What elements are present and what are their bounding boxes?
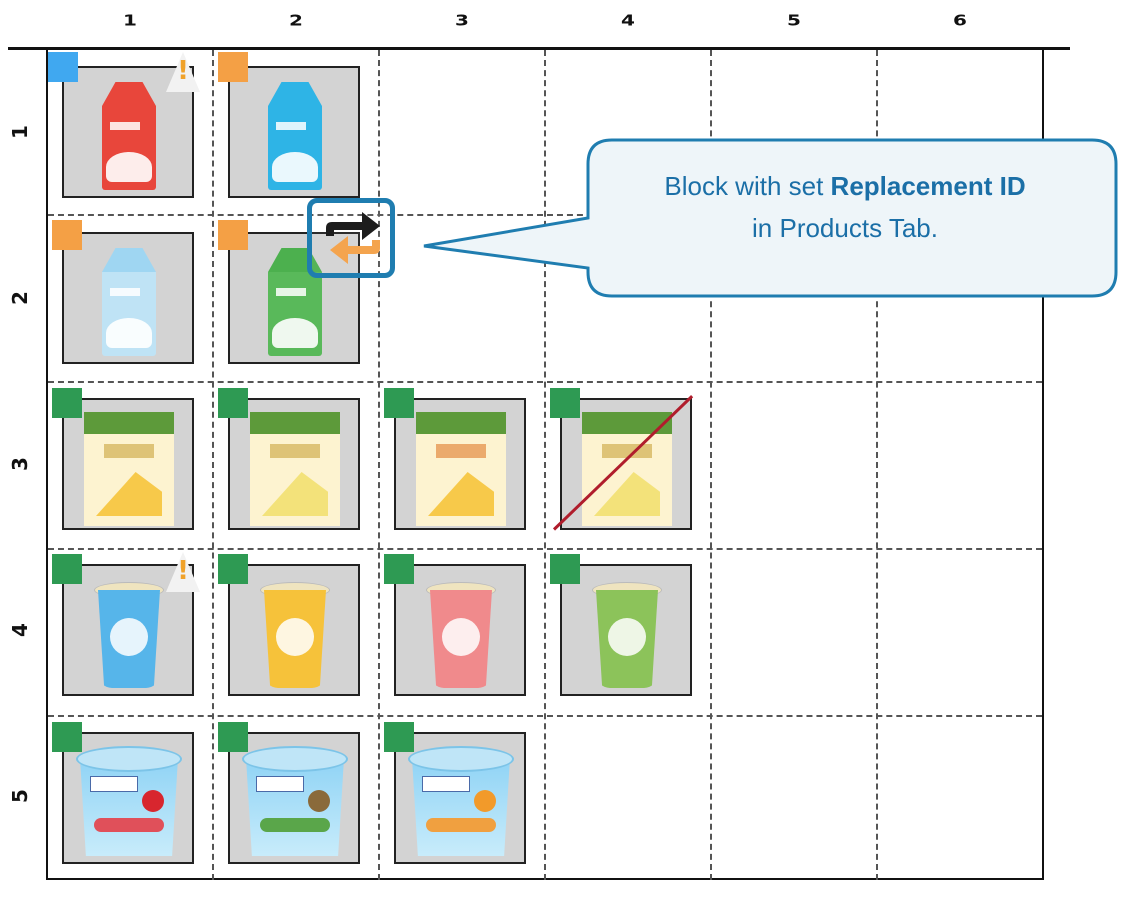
replacement-highlight-box [307,198,395,278]
grid-column-divider [876,50,878,880]
column-header-5: 5 [787,11,801,29]
milk-carton-cyan-image [268,82,322,190]
column-header-1: 1 [123,11,137,29]
product-block-r2-c1[interactable] [62,232,194,364]
milk-carton-lightblue-image [102,248,156,356]
row-header-1: 1 [8,125,32,139]
warning-icon[interactable]: ! [166,552,200,592]
cheese-pack-image [84,412,174,526]
status-tag-green [384,554,414,584]
callout-line2: in Products Tab. [752,213,938,243]
row-header-2: 2 [8,291,32,305]
column-header-4: 4 [621,11,635,29]
cheese-pack-image [416,412,506,526]
product-block-r3-c2[interactable] [228,398,360,530]
product-block-r3-c1[interactable] [62,398,194,530]
cheese-pack-image [250,412,340,526]
grid-column-divider [212,50,214,880]
status-tag-green [218,722,248,752]
grid-column-divider [378,50,380,880]
column-header-2: 2 [289,11,303,29]
status-tag-green [52,722,82,752]
yogurt-cup-green-image [592,582,662,690]
status-tag-green [52,554,82,584]
status-tag-green [218,554,248,584]
callout-text: Block with set Replacement ID in Product… [600,165,1090,249]
status-tag-orange [52,220,82,250]
callout-line1-bold: Replacement ID [830,171,1026,201]
yogurt-cup-pink-image [426,582,496,690]
grid-column-divider [710,50,712,880]
replacement-arrows-icon[interactable] [318,206,388,272]
product-block-r5-c1[interactable] [62,732,194,864]
status-tag-green [384,388,414,418]
callout-line1-prefix: Block with set [664,171,831,201]
grid-row-divider [48,715,1042,717]
status-tag-green [550,388,580,418]
product-block-r4-c3[interactable] [394,564,526,696]
yogurt-cup-blue-image [94,582,164,690]
status-tag-green [384,722,414,752]
product-block-r1-c2[interactable] [228,66,360,198]
product-block-r3-c3[interactable] [394,398,526,530]
grid-row-divider [48,381,1042,383]
product-block-r4-c4[interactable] [560,564,692,696]
warning-icon[interactable]: ! [166,52,200,92]
status-tag-orange [218,220,248,250]
product-block-r5-c3[interactable] [394,732,526,864]
product-block-r4-c2[interactable] [228,564,360,696]
status-tag-orange [218,52,248,82]
status-tag-blue [48,52,78,82]
product-block-r5-c2[interactable] [228,732,360,864]
row-header-5: 5 [8,789,32,803]
row-header-3: 3 [8,457,32,471]
grid-row-divider [48,548,1042,550]
yogurt-tub-apricot-image [408,746,514,858]
row-header-4: 4 [8,623,32,637]
column-header-3: 3 [455,11,469,29]
yogurt-tub-kiwi-image [242,746,348,858]
milk-carton-green-image [268,248,322,356]
top-rule [8,47,1070,50]
column-header-6: 6 [953,11,967,29]
grid-column-divider [544,50,546,880]
status-tag-green [52,388,82,418]
status-tag-green [218,388,248,418]
yogurt-cup-yellow-image [260,582,330,690]
milk-carton-red-image [102,82,156,190]
status-tag-green [550,554,580,584]
yogurt-tub-cherry-image [76,746,182,858]
